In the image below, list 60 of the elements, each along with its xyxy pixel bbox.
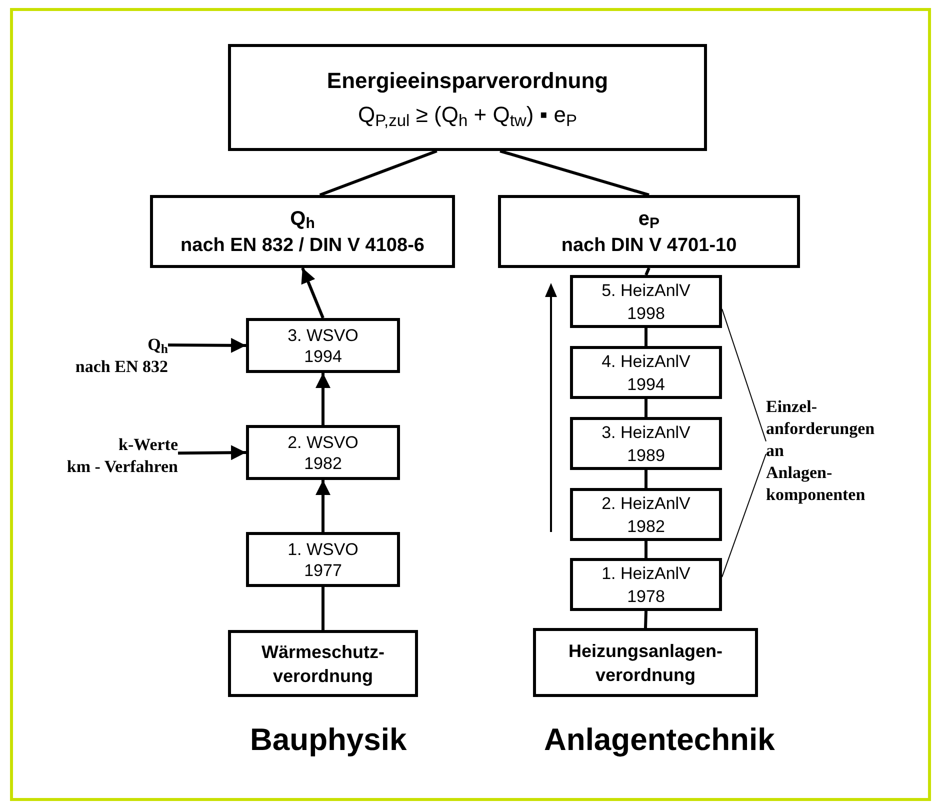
box-text: 1977 xyxy=(304,560,342,580)
arrow xyxy=(316,373,330,425)
box-text: 1994 xyxy=(304,346,342,366)
box-text: 1998 xyxy=(627,302,665,324)
box-title: Wärmeschutz- verordnung xyxy=(260,640,386,688)
connector-line xyxy=(319,150,438,196)
process-box xyxy=(570,346,722,399)
box-title: Energieeinsparverordnung xyxy=(326,66,608,95)
connector-line xyxy=(644,470,648,488)
box-text: 1989 xyxy=(627,444,665,466)
process-box xyxy=(246,425,400,480)
input-label: Q$_{h}$ xyxy=(148,334,168,356)
process-box xyxy=(570,558,722,611)
box-title: 3. HeizAnlV xyxy=(602,422,690,444)
box-text: 1982 xyxy=(627,516,665,538)
box-title: Heizungsanlagen- verordnung xyxy=(567,640,724,686)
connector-line xyxy=(644,399,648,417)
box-title: Q$_{h}$ xyxy=(290,206,315,232)
arrow xyxy=(316,480,330,532)
input-label: k-Werte xyxy=(118,434,178,456)
box-title: 2. HeizAnlV xyxy=(602,492,690,514)
connector-line xyxy=(644,541,648,558)
box-title: 1. WSVO xyxy=(288,538,358,560)
box-title: 4. HeizAnlV xyxy=(602,350,690,372)
process-box xyxy=(498,195,800,268)
process-box xyxy=(570,417,722,470)
section-label: Anlagentechnik xyxy=(544,722,775,758)
box-title: 1. HeizAnlV xyxy=(602,562,690,584)
connector-line xyxy=(322,587,324,630)
leader-line xyxy=(722,453,766,578)
process-box xyxy=(533,628,758,697)
box-text: nach EN 832 / DIN V 4108-6 xyxy=(180,234,424,258)
leader-line xyxy=(722,308,766,442)
box-text: Q$_{P,zul}$ ≥ (Q$_{h}$ + Q$_{tw}$) ▪ e$_{P}$ xyxy=(358,100,577,132)
note-text: Einzel- anforderungen an Anlagen- komponenten xyxy=(766,396,876,506)
input-label: km - Verfahren xyxy=(66,456,178,478)
connector-line xyxy=(500,150,650,196)
connector-line xyxy=(644,610,648,628)
box-title: 3. WSVO xyxy=(288,324,358,346)
input-label: nach EN 832 xyxy=(75,356,168,378)
arrow xyxy=(168,338,246,353)
connector-line xyxy=(644,267,650,276)
box-text: 1982 xyxy=(304,452,342,474)
arrow xyxy=(301,267,324,319)
process-box xyxy=(228,44,707,151)
process-box xyxy=(246,532,400,587)
process-box xyxy=(150,195,455,268)
process-box xyxy=(570,275,722,328)
process-box xyxy=(570,488,722,541)
box-text: nach DIN V 4701-10 xyxy=(561,234,737,258)
box-text: 1994 xyxy=(627,374,665,396)
section-label: Bauphysik xyxy=(250,722,407,758)
connector-line xyxy=(644,328,648,346)
process-box xyxy=(228,630,418,697)
arrow xyxy=(178,445,246,460)
box-title: e$_{P}$ xyxy=(638,206,660,232)
box-title: 2. WSVO xyxy=(288,432,358,452)
box-title: 5. HeizAnlV xyxy=(602,280,690,302)
process-box xyxy=(246,318,400,373)
box-text: 1978 xyxy=(627,586,665,608)
